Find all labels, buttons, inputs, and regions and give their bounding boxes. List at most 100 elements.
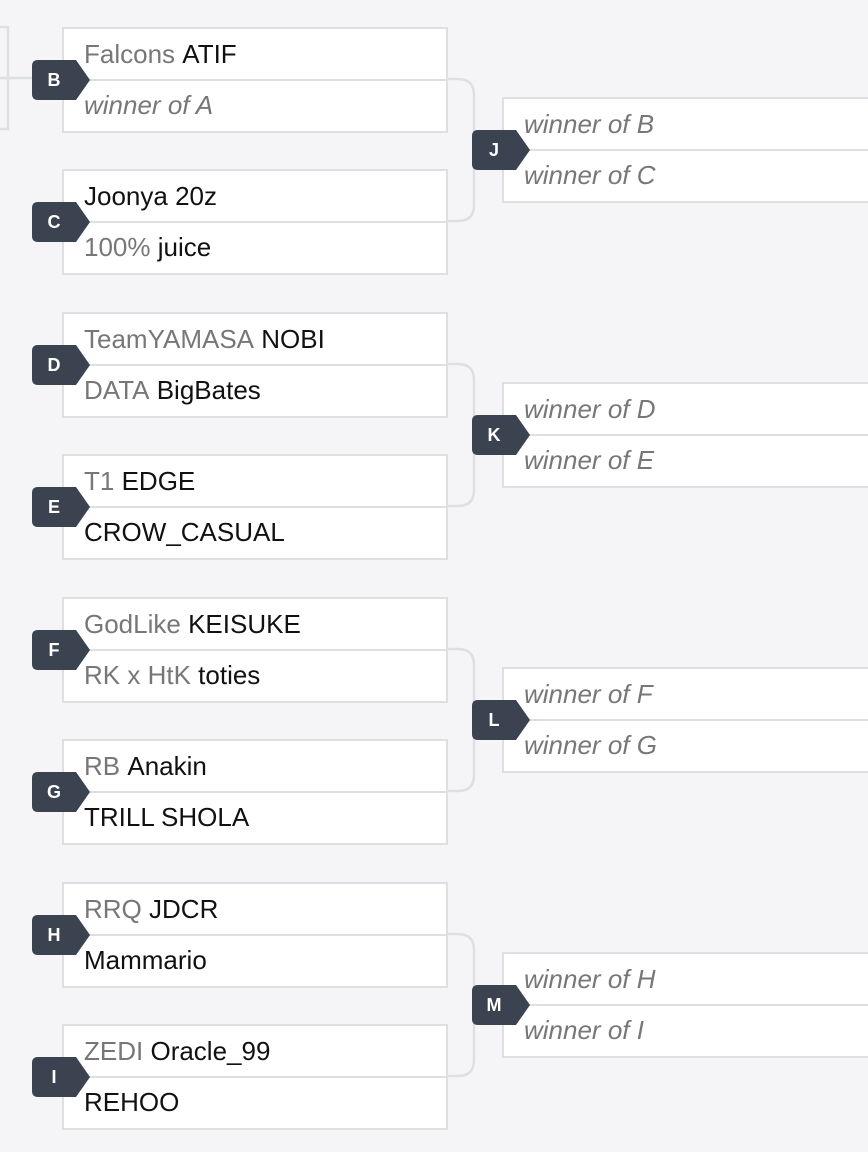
match-label-shape	[472, 700, 530, 740]
participant-slot[interactable]: winner of A	[64, 79, 446, 129]
match-label-shape	[32, 1057, 90, 1097]
participant-slot[interactable]: Joonya 20z	[64, 171, 446, 221]
pair-connector-3	[448, 647, 476, 793]
player-name: toties	[198, 659, 261, 690]
participant-slot[interactable]: T1 EDGE	[64, 456, 446, 506]
match-label-b: B	[32, 60, 90, 100]
participant-slot[interactable]: REHOO	[64, 1076, 446, 1126]
participant-slot[interactable]: GodLike KEISUKE	[64, 599, 446, 649]
match-l[interactable]: winner of F winner of G	[502, 667, 868, 773]
match-label-text: L	[488, 710, 500, 730]
match-label-text: D	[47, 355, 61, 375]
match-label-shape	[472, 985, 530, 1025]
match-label-shape	[32, 487, 90, 527]
match-label-e: E	[32, 487, 90, 527]
participant-slot[interactable]: winner of G	[504, 719, 868, 769]
participant-slot[interactable]: 100% juice	[64, 221, 446, 271]
team-name: Falcons	[84, 38, 176, 69]
team-name: TeamYAMASA	[84, 323, 255, 354]
team-name: RK x HtK	[84, 659, 191, 690]
match-label-text: M	[486, 995, 502, 1015]
match-label-j: J	[472, 130, 530, 170]
match-label-d: D	[32, 345, 90, 385]
participant-slot[interactable]: RK x HtK toties	[64, 649, 446, 699]
winner-placeholder: winner of E	[524, 444, 655, 475]
match-label-text: F	[48, 640, 60, 660]
participant-slot[interactable]: RRQ JDCR	[64, 884, 446, 934]
match-label-shape	[32, 630, 90, 670]
participant-slot[interactable]: DATA BigBates	[64, 364, 446, 414]
player-name: Anakin	[127, 750, 207, 781]
match-label-text: E	[47, 497, 60, 517]
pair-connector-1	[448, 77, 476, 223]
player-name: Oracle_99	[150, 1035, 271, 1066]
participant-slot[interactable]: TeamYAMASA NOBI	[64, 314, 446, 364]
player-name: CROW_CASUAL	[84, 516, 285, 547]
pair-connector-2	[448, 362, 476, 508]
team-name: T1	[84, 465, 115, 496]
participant-slot[interactable]: winner of B	[504, 99, 868, 149]
winner-placeholder: winner of H	[524, 963, 656, 994]
match-m[interactable]: winner of H winner of I	[502, 952, 868, 1058]
participant-slot[interactable]: winner of C	[504, 149, 868, 199]
match-label-c: C	[32, 202, 90, 242]
match-label-shape	[32, 915, 90, 955]
match-e[interactable]: T1 EDGE CROW_CASUAL	[62, 454, 448, 560]
match-label-text: G	[46, 782, 61, 802]
match-label-shape	[32, 202, 90, 242]
participant-slot[interactable]: winner of F	[504, 669, 868, 719]
winner-placeholder: winner of D	[524, 393, 656, 424]
match-label-text: C	[47, 212, 61, 232]
match-k[interactable]: winner of D winner of E	[502, 382, 868, 488]
pair-connector-4	[448, 932, 476, 1078]
winner-placeholder: winner of B	[524, 108, 655, 139]
match-b[interactable]: Falcons ATIF winner of A	[62, 27, 448, 133]
player-name: KEISUKE	[188, 608, 301, 639]
match-label-i: I	[32, 1057, 90, 1097]
team-name: RRQ	[84, 893, 142, 924]
participant-slot[interactable]: TRILL SHOLA	[64, 791, 446, 841]
player-name: BigBates	[156, 374, 261, 405]
match-label-text: I	[51, 1067, 57, 1087]
match-label-h: H	[32, 915, 90, 955]
match-label-g: G	[32, 772, 90, 812]
match-label-shape	[32, 60, 90, 100]
winner-placeholder: winner of A	[84, 89, 214, 120]
winner-placeholder: winner of G	[524, 729, 657, 760]
participant-slot[interactable]: Falcons ATIF	[64, 29, 446, 79]
participant-slot[interactable]: winner of I	[504, 1004, 868, 1054]
participant-slot[interactable]: winner of E	[504, 434, 868, 484]
match-label-shape	[472, 415, 530, 455]
match-label-m: M	[472, 985, 530, 1025]
team-name: 100%	[84, 231, 151, 262]
participant-slot[interactable]: ZEDI Oracle_99	[64, 1026, 446, 1076]
match-label-shape	[32, 772, 90, 812]
participant-slot[interactable]: winner of H	[504, 954, 868, 1004]
player-name: NOBI	[261, 323, 325, 354]
match-j[interactable]: winner of B winner of C	[502, 97, 868, 203]
match-label-shape	[472, 130, 530, 170]
participant-slot[interactable]: CROW_CASUAL	[64, 506, 446, 556]
winner-placeholder: winner of C	[524, 159, 656, 190]
participant-slot[interactable]: winner of D	[504, 384, 868, 434]
participant-slot[interactable]: RB Anakin	[64, 741, 446, 791]
match-label-text: J	[488, 140, 499, 160]
match-h[interactable]: RRQ JDCR Mammario	[62, 882, 448, 988]
match-label-k: K	[472, 415, 530, 455]
player-name: EDGE	[121, 465, 196, 496]
participant-slot[interactable]: Mammario	[64, 934, 446, 984]
team-name: DATA	[84, 374, 150, 405]
match-label-f: F	[32, 630, 90, 670]
match-label-shape	[32, 345, 90, 385]
team-name: RB	[84, 750, 121, 781]
player-name: juice	[157, 231, 212, 262]
player-name: Mammario	[84, 944, 207, 975]
player-name: TRILL SHOLA	[84, 801, 250, 832]
match-label-text: K	[487, 425, 501, 445]
